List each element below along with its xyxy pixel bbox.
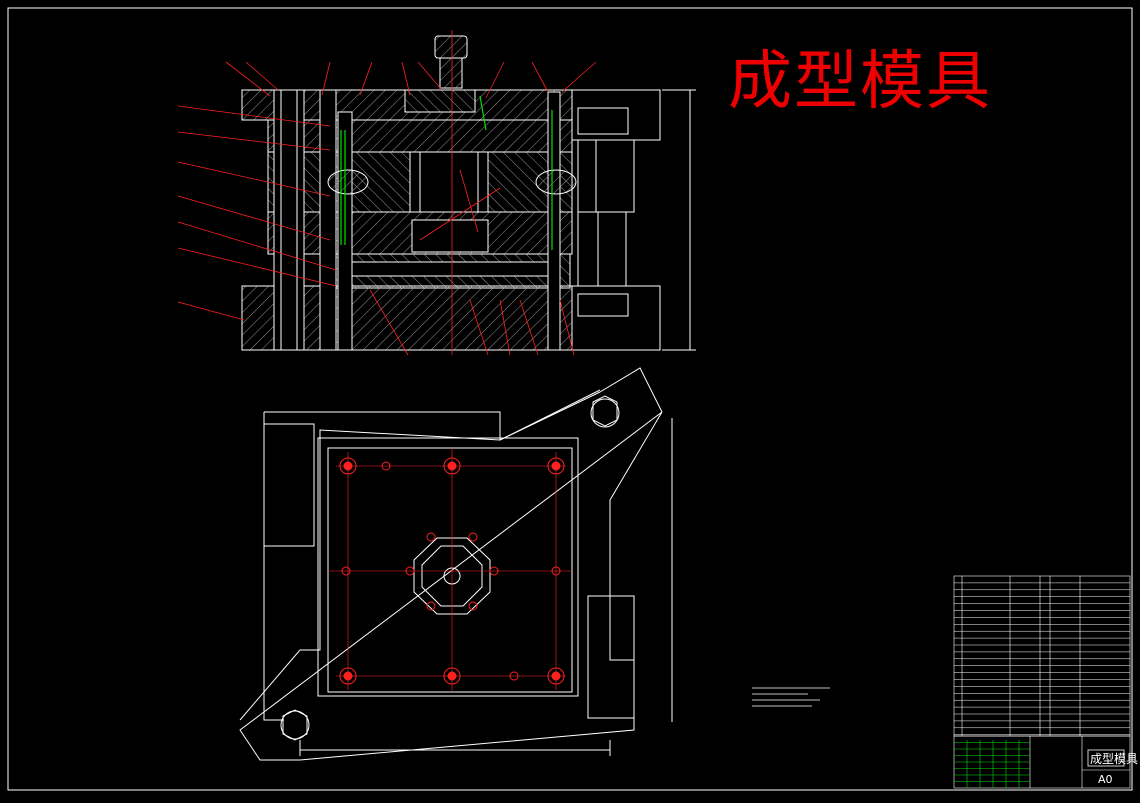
plan-view (239, 367, 673, 761)
drawing-frame (7, 7, 1133, 791)
plan-centerlines (328, 448, 572, 692)
sheet-size: A0 (1098, 773, 1113, 786)
main-title: 成型模具 (728, 45, 992, 119)
parts-list-rows (954, 582, 1130, 735)
title-block-grid (954, 740, 1030, 788)
technical-notes (752, 687, 830, 707)
section-leaders (177, 30, 597, 356)
title-block-name-box (1087, 749, 1125, 767)
spring-accents (340, 95, 553, 250)
parts-list (953, 575, 1131, 737)
drawing-name: 成型模具 (1090, 752, 1138, 766)
section-view (241, 35, 696, 351)
